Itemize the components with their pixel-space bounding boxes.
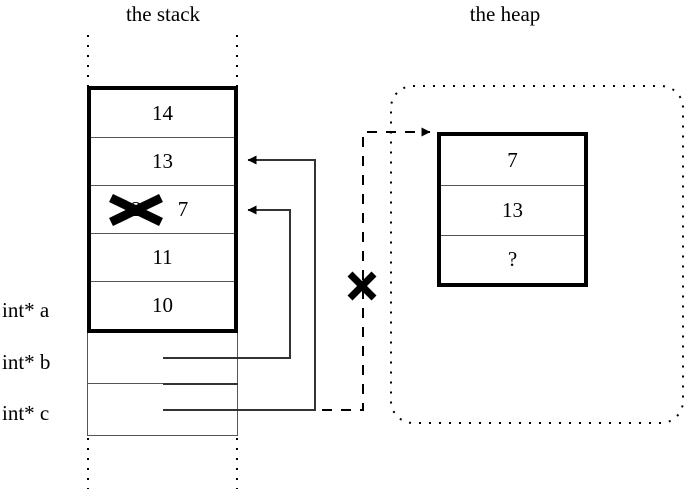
stack-cell-14: 14 — [91, 90, 234, 138]
stack-title: the stack — [125, 2, 201, 26]
stack-cell-12-new-value: 7 — [177, 197, 189, 221]
variable-label-a: int* a — [2, 298, 50, 322]
heap-cell-0: 7 — [441, 136, 584, 186]
stack-cell-b — [88, 333, 237, 384]
stack-lower-rows — [87, 333, 238, 436]
heap-cell-1: 13 — [441, 186, 584, 236]
stack-cell-13: 13 — [91, 138, 234, 186]
stale-pointer-line-c — [322, 127, 431, 411]
stack-cell-c — [88, 384, 237, 435]
heap-title: the heap — [469, 2, 541, 26]
stack-frame: 14 13 12 7 11 10 — [87, 86, 238, 333]
stack-cell-11: 11 — [91, 234, 234, 282]
variable-label-c: int* c — [2, 401, 50, 425]
stack-cell-10: 10 — [152, 293, 173, 317]
variable-label-b: int* b — [2, 350, 51, 374]
stack-cell-12-crossed: 12 7 — [91, 186, 234, 234]
heap-cell-2: ? — [507, 247, 518, 271]
stack-cell-12-old-value: 12 — [120, 197, 142, 221]
stale-pointer-cross-icon — [347, 271, 377, 301]
heap-block: 7 13 ? — [437, 132, 588, 287]
